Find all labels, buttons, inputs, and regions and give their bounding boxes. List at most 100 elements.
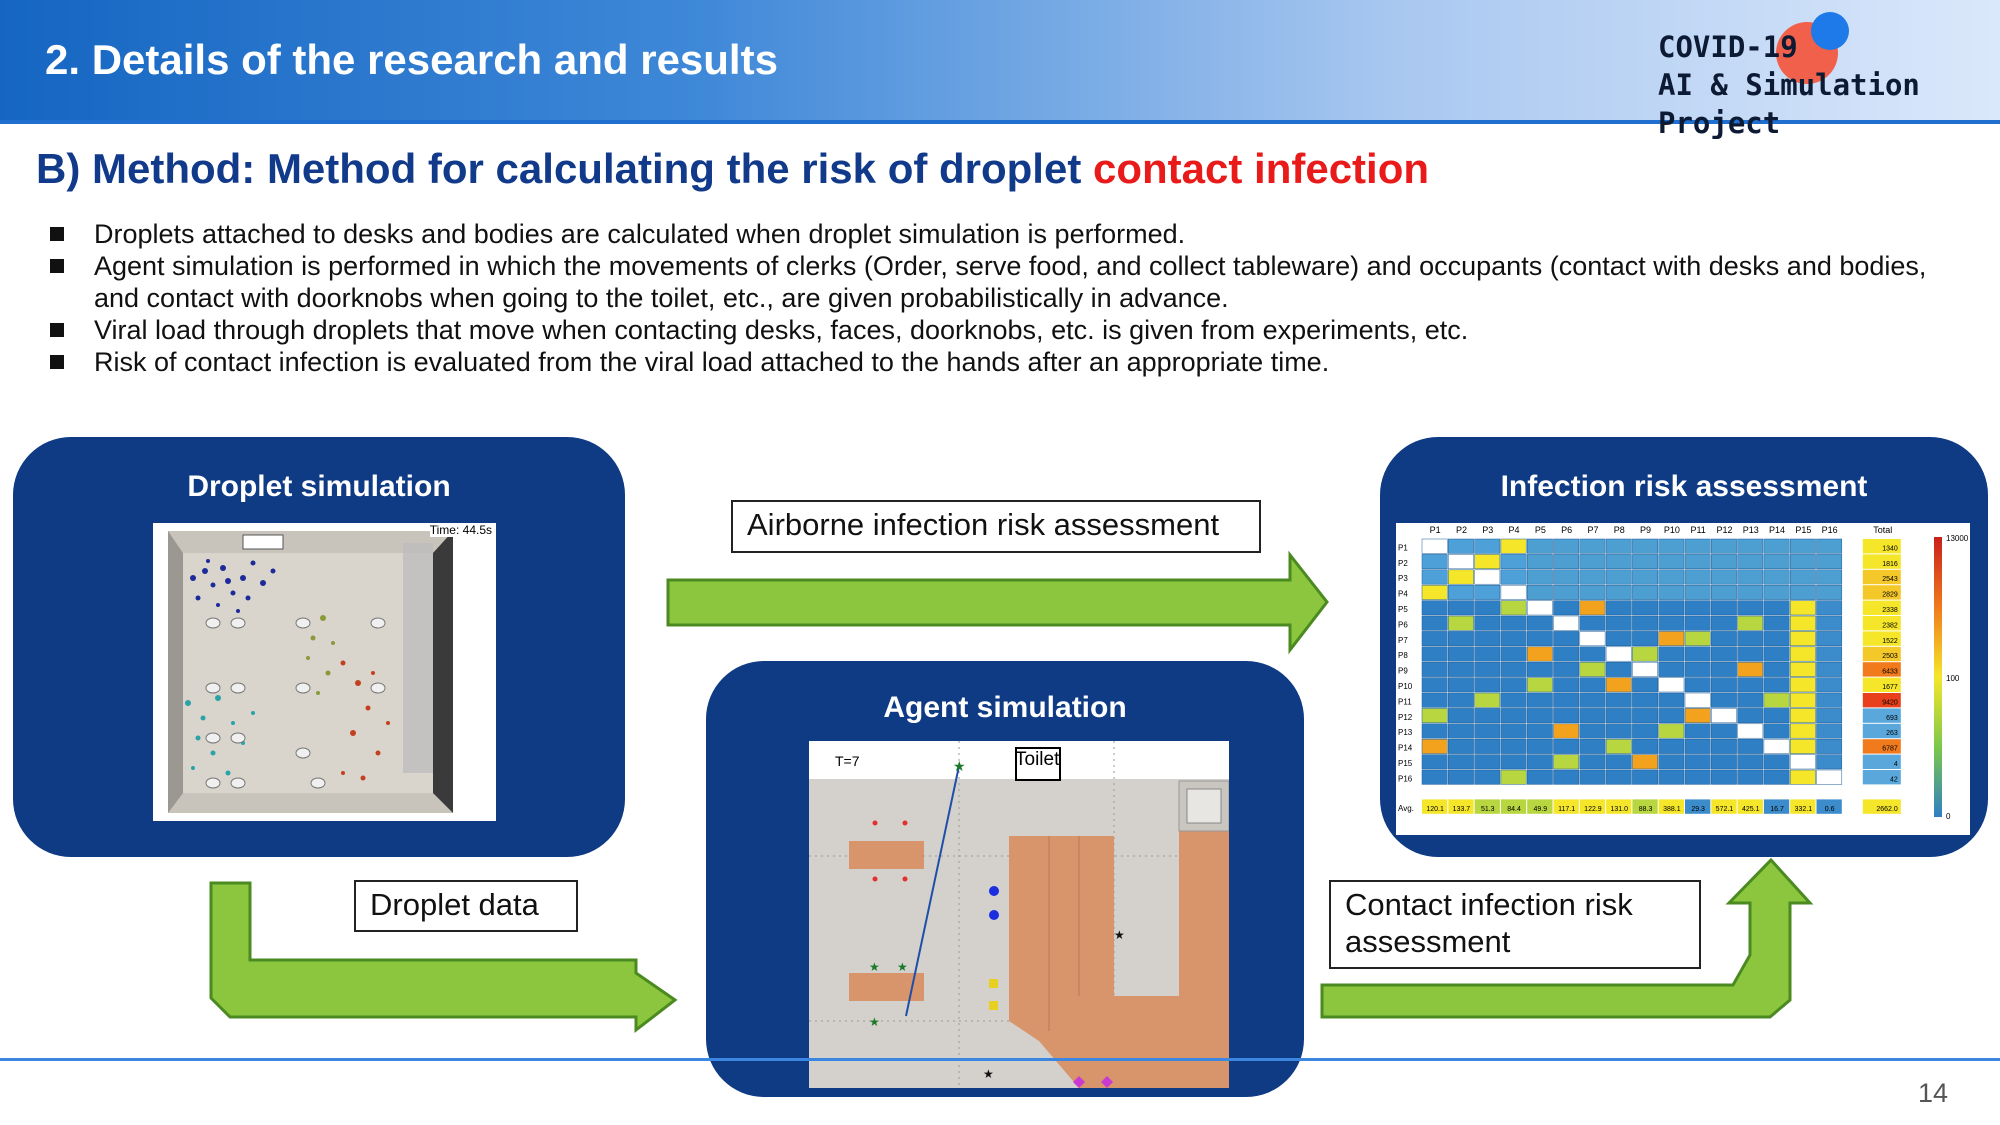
matrix-avg-cell xyxy=(1448,799,1474,814)
matrix-cell xyxy=(1500,646,1527,662)
droplet-simulation-panel: Droplet simulation xyxy=(13,437,625,857)
droplet-data-label-box: Droplet data xyxy=(354,880,578,932)
matrix-cell xyxy=(1448,646,1474,662)
matrix-cell xyxy=(1684,538,1711,554)
matrix-cell xyxy=(1816,554,1843,570)
matrix-cell xyxy=(1526,538,1553,554)
droplet-simulation-image: Time: 44.5s xyxy=(153,523,496,821)
matrix-cell xyxy=(1448,769,1474,785)
matrix-cell xyxy=(1474,569,1501,585)
matrix-cell xyxy=(1526,677,1553,693)
matrix-col-header: P1 xyxy=(1430,525,1441,535)
svg-text:★: ★ xyxy=(897,960,908,974)
matrix-cell xyxy=(1579,646,1606,662)
matrix-total-value: 2338 xyxy=(1882,607,1898,614)
matrix-cell xyxy=(1553,600,1580,616)
matrix-total-value: 1340 xyxy=(1882,545,1898,552)
matrix-cell xyxy=(1448,554,1474,570)
matrix-cell xyxy=(1737,584,1764,600)
matrix-col-header: P9 xyxy=(1640,525,1651,535)
matrix-cell xyxy=(1737,661,1764,677)
matrix-cell xyxy=(1421,584,1448,600)
agent-floorplan: ★ ★ ★ ★ ★ ★ xyxy=(809,741,1229,1088)
matrix-cell xyxy=(1737,723,1764,739)
matrix-cell xyxy=(1526,615,1553,631)
matrix-cell xyxy=(1474,631,1501,647)
matrix-cell xyxy=(1816,569,1843,585)
matrix-cell xyxy=(1684,769,1711,785)
matrix-col-header: P8 xyxy=(1614,525,1625,535)
arrow-droplet-data xyxy=(209,881,678,1034)
matrix-cell xyxy=(1553,538,1580,554)
matrix-cell xyxy=(1711,754,1737,770)
toilet-label: Toilet xyxy=(1015,749,1060,770)
matrix-cell xyxy=(1500,723,1527,739)
matrix-cell xyxy=(1553,569,1580,585)
matrix-row-header: P16 xyxy=(1398,774,1413,783)
matrix-cell xyxy=(1658,600,1685,616)
matrix-row-header: P14 xyxy=(1398,744,1413,753)
matrix-cell xyxy=(1684,631,1711,647)
matrix-cell xyxy=(1632,769,1658,785)
matrix-col-header: P15 xyxy=(1795,525,1811,535)
matrix-cell xyxy=(1500,708,1527,724)
matrix-row-header: P3 xyxy=(1398,574,1408,583)
matrix-total-value: 2829 xyxy=(1882,592,1898,599)
matrix-cell xyxy=(1763,677,1790,693)
matrix-cell xyxy=(1684,738,1711,754)
matrix-total-cell xyxy=(1862,554,1901,569)
matrix-cell xyxy=(1763,538,1790,554)
matrix-total-cell xyxy=(1862,677,1901,692)
matrix-cell xyxy=(1500,738,1527,754)
matrix-avg-cell xyxy=(1790,799,1816,814)
matrix-cell xyxy=(1474,677,1501,693)
matrix-cell xyxy=(1632,661,1658,677)
matrix-cell xyxy=(1684,723,1711,739)
matrix-cell xyxy=(1421,738,1448,754)
matrix-cell xyxy=(1737,646,1764,662)
matrix-cell xyxy=(1658,661,1685,677)
matrix-avg-value: 131.0 xyxy=(1610,806,1628,813)
matrix-cell xyxy=(1658,738,1685,754)
bullet-item: Agent simulation is performed in which t… xyxy=(48,250,1978,314)
header-bar xyxy=(0,0,2000,120)
matrix-avg-value: 133.7 xyxy=(1453,806,1471,813)
matrix-cell xyxy=(1632,723,1658,739)
matrix-cell xyxy=(1553,769,1580,785)
matrix-cell xyxy=(1500,677,1527,693)
matrix-cell xyxy=(1448,738,1474,754)
matrix-cell xyxy=(1421,723,1448,739)
matrix-cell xyxy=(1605,554,1632,570)
matrix-cell xyxy=(1816,631,1843,647)
matrix-cell xyxy=(1500,631,1527,647)
matrix-cell xyxy=(1632,738,1658,754)
matrix-cell xyxy=(1553,584,1580,600)
agent-simulation-panel: Agent simulation T=7 Toilet ★ ★ ★ ★ xyxy=(706,661,1304,1097)
matrix-cell xyxy=(1474,600,1501,616)
matrix-cell xyxy=(1553,631,1580,647)
matrix-cell xyxy=(1737,615,1764,631)
matrix-col-header: P2 xyxy=(1456,525,1467,535)
matrix-cell xyxy=(1816,723,1843,739)
matrix-cell xyxy=(1474,738,1501,754)
matrix-cell xyxy=(1816,615,1843,631)
matrix-cell xyxy=(1553,554,1580,570)
matrix-cell xyxy=(1658,631,1685,647)
matrix-total-cell xyxy=(1862,754,1901,769)
matrix-cell xyxy=(1605,646,1632,662)
matrix-total-value: 6787 xyxy=(1882,746,1898,753)
matrix-cell xyxy=(1474,692,1501,708)
toilet-box xyxy=(1015,747,1061,781)
matrix-cell xyxy=(1500,584,1527,600)
matrix-cell xyxy=(1763,631,1790,647)
matrix-cell xyxy=(1526,569,1553,585)
matrix-cell xyxy=(1526,708,1553,724)
matrix-avg-value: 29.3 xyxy=(1691,806,1705,813)
agent-simulation-image: T=7 Toilet ★ ★ ★ ★ ★ ★ xyxy=(809,741,1229,1088)
matrix-cell xyxy=(1763,584,1790,600)
matrix-total-value: 9420 xyxy=(1882,699,1898,706)
matrix-cell xyxy=(1763,661,1790,677)
matrix-cell xyxy=(1553,677,1580,693)
matrix-cell xyxy=(1816,769,1843,785)
matrix-cell xyxy=(1737,738,1764,754)
